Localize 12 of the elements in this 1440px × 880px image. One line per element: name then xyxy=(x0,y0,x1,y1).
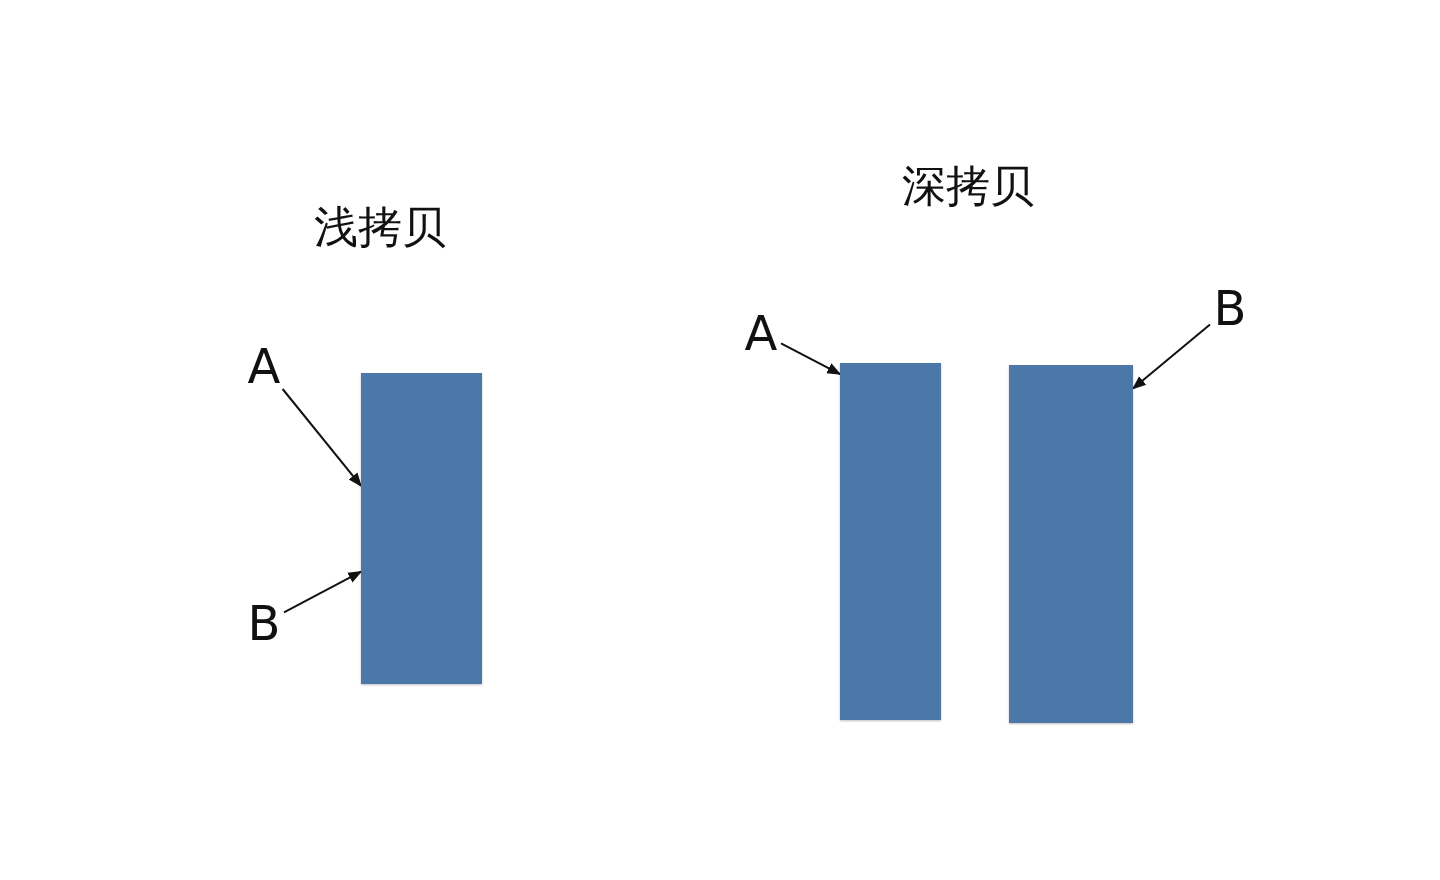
memory-block xyxy=(361,373,482,684)
arrow xyxy=(780,342,842,376)
arrow xyxy=(283,570,363,614)
memory-block xyxy=(840,363,941,720)
heading: 深拷贝 xyxy=(902,164,1034,208)
heading: 浅拷贝 xyxy=(314,205,446,249)
arrow xyxy=(281,388,362,487)
pointer-label: B xyxy=(244,600,284,646)
pointer-label: B xyxy=(1210,285,1250,331)
pointer-label: A xyxy=(741,310,781,356)
memory-block xyxy=(1009,365,1133,723)
pointer-label: A xyxy=(244,343,284,389)
